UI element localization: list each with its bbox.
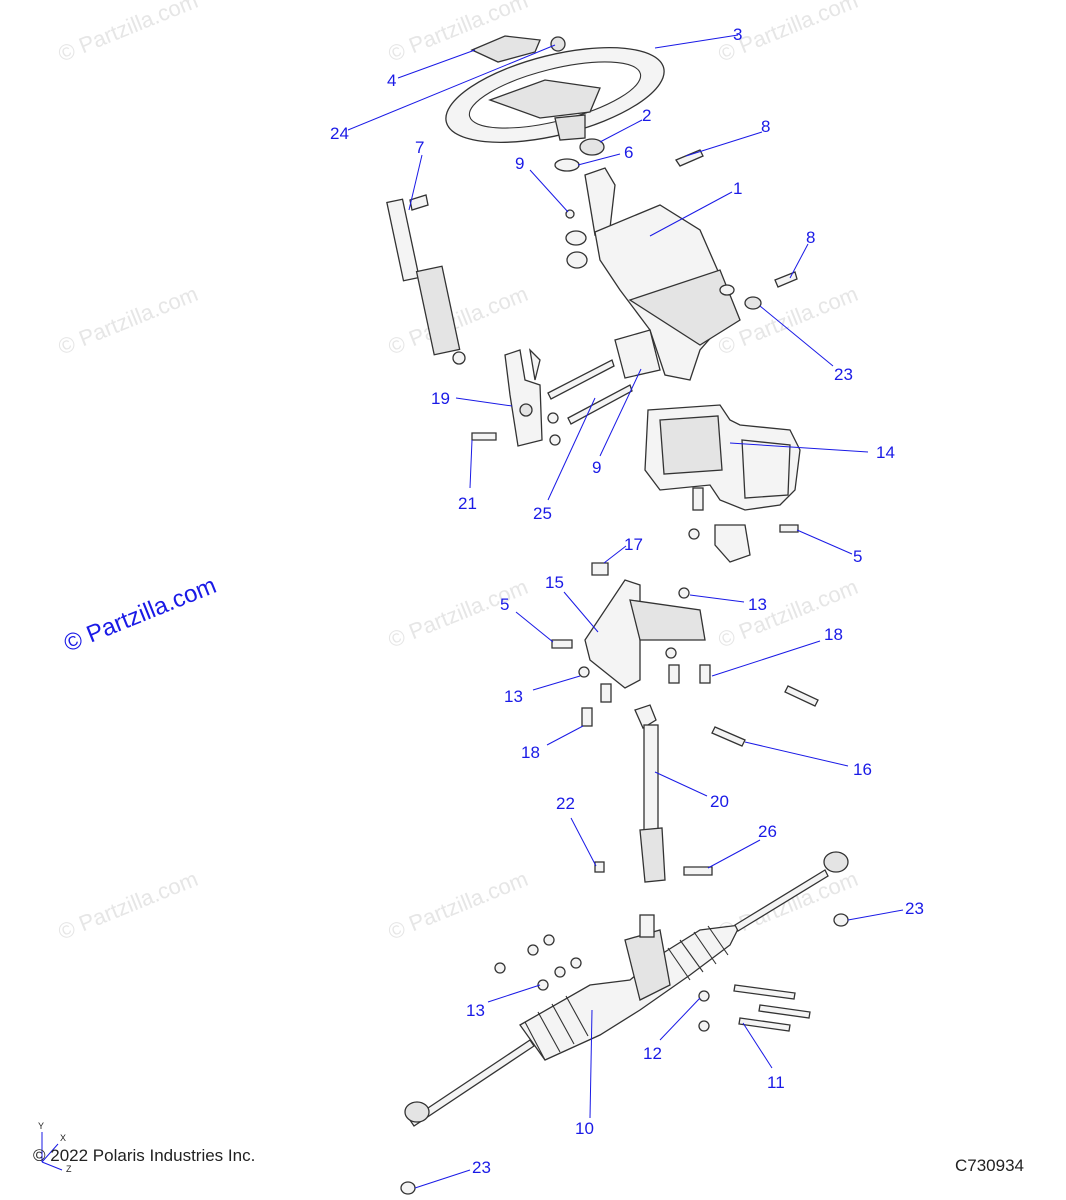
long-bolt (758, 1004, 811, 1019)
callout-1: 1 (733, 179, 742, 198)
nut (698, 1020, 710, 1032)
steering-column-bracket (584, 167, 762, 381)
partzilla-watermark: © Partzilla.com (60, 572, 220, 658)
bolt (471, 432, 497, 441)
clamp-bracket (714, 524, 751, 563)
nut (554, 966, 566, 978)
callout-labels: 3 4 24 2 6 8 7 9 1 8 23 19 9 14 21 25 17… (330, 25, 924, 1177)
bolt (591, 562, 609, 576)
callout-13: 13 (504, 687, 523, 706)
bolt (668, 664, 680, 684)
nut (543, 934, 555, 946)
callout-5: 5 (853, 547, 862, 566)
callout-16: 16 (853, 760, 872, 779)
bolt (774, 271, 798, 288)
callout-24: 24 (330, 124, 349, 143)
steering-rack (404, 851, 849, 1127)
bushing (565, 230, 587, 246)
bolt (711, 726, 746, 747)
parts-line-art (386, 35, 849, 1195)
callout-10: 10 (575, 1119, 594, 1138)
watermark: © Partzilla.com (385, 866, 532, 945)
callout-23: 23 (834, 365, 853, 384)
bolt (699, 664, 711, 684)
u-joint (504, 348, 543, 447)
nut (594, 861, 605, 873)
bolt (600, 683, 612, 703)
nut (527, 944, 539, 956)
intermediate-shaft (634, 704, 666, 883)
long-bolt (547, 359, 615, 400)
watermark: © Partzilla.com (55, 0, 202, 67)
steering-cap (470, 35, 541, 63)
bolt (784, 685, 819, 707)
leader-lines (347, 34, 904, 1189)
nut (570, 957, 582, 969)
callout-13: 13 (748, 595, 767, 614)
callout-17: 17 (624, 535, 643, 554)
cap-knob (550, 36, 566, 52)
callout-22: 22 (556, 794, 575, 813)
callout-5: 5 (500, 595, 509, 614)
axis-z-label: Z (66, 1164, 72, 1174)
callout-18: 18 (521, 743, 540, 762)
eps-power-steering-unit (644, 404, 801, 511)
drawing-number: C730934 (955, 1156, 1024, 1175)
steering-wheel (445, 47, 665, 143)
nut (547, 412, 559, 424)
callout-15: 15 (545, 573, 564, 592)
callout-14: 14 (876, 443, 895, 462)
callout-19: 19 (431, 389, 450, 408)
callout-13: 13 (466, 1001, 485, 1020)
mount-bracket (584, 579, 706, 689)
callout-3: 3 (733, 25, 742, 44)
callout-21: 21 (458, 494, 477, 513)
callout-20: 20 (710, 792, 729, 811)
bolt (551, 639, 573, 649)
bolt (779, 524, 799, 533)
callout-9: 9 (515, 154, 524, 173)
nut (678, 587, 690, 599)
callout-18: 18 (824, 625, 843, 644)
callout-11: 11 (767, 1073, 785, 1092)
washer (554, 158, 580, 172)
gas-strut (386, 194, 466, 365)
callout-8: 8 (761, 117, 770, 136)
bushing (566, 251, 588, 269)
nut (688, 528, 700, 540)
nut (698, 990, 710, 1002)
nut (537, 979, 549, 991)
watermark: © Partzilla.com (55, 281, 202, 360)
callout-23: 23 (905, 899, 924, 918)
nut (549, 434, 561, 446)
bolt (581, 707, 593, 727)
bolt (675, 149, 704, 167)
axis-y-label: Y (38, 1121, 44, 1131)
callout-6: 6 (624, 143, 633, 162)
callout-8: 8 (806, 228, 815, 247)
axis-x-label: X (60, 1133, 66, 1143)
callout-23: 23 (472, 1158, 491, 1177)
callout-25: 25 (533, 504, 552, 523)
callout-2: 2 (642, 106, 651, 125)
nut (665, 647, 677, 659)
watermark: © Partzilla.com (55, 866, 202, 945)
callout-9: 9 (592, 458, 601, 477)
bolt (683, 866, 713, 876)
callout-4: 4 (387, 71, 396, 90)
callout-7: 7 (415, 138, 424, 157)
nut (494, 962, 506, 974)
copyright-text: © 2022 Polaris Industries Inc. (33, 1146, 255, 1165)
callout-26: 26 (758, 822, 777, 841)
axis-triad: Y X Z (38, 1121, 72, 1174)
callout-12: 12 (643, 1044, 662, 1063)
nut (400, 1181, 416, 1195)
long-bolt (738, 1017, 791, 1032)
nut (833, 913, 849, 927)
nut (579, 138, 605, 156)
long-bolt (733, 984, 796, 1000)
long-bolt (567, 384, 633, 425)
nut (578, 666, 590, 678)
